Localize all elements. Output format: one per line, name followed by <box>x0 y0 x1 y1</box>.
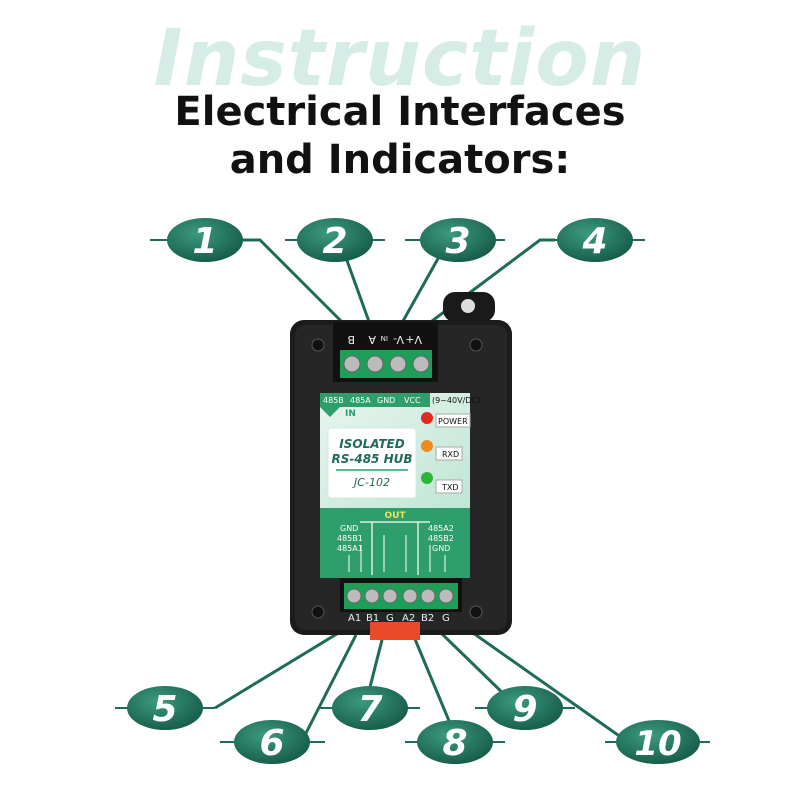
top-label-vminus: V- <box>393 333 404 346</box>
title-line-1: Electrical Interfaces <box>174 89 626 135</box>
top-terminal-screws <box>343 355 430 373</box>
callout-10: 10 <box>605 720 710 764</box>
top-label-in: IN <box>381 334 388 342</box>
callout-4-number: 4 <box>581 221 607 262</box>
input-label-bar <box>320 393 430 407</box>
input-label-485b: 485B <box>323 396 344 405</box>
txd-led-label: TXD <box>441 483 459 492</box>
out-arrows <box>348 535 446 572</box>
callout-1-number: 1 <box>192 221 217 262</box>
bottom-label-b1: B1 <box>366 613 379 624</box>
product-label-card <box>327 427 417 499</box>
leader-line-2 <box>343 254 374 331</box>
callout-2-number: 2 <box>322 221 347 262</box>
bottom-label-b2: B2 <box>421 613 434 624</box>
callout-3: 3 <box>405 218 505 262</box>
callout-5: 5 <box>115 686 215 730</box>
leader-line-6 <box>303 634 358 736</box>
callout-6-number: 6 <box>259 723 284 764</box>
callout-7-number: 7 <box>357 689 382 730</box>
product-name-line2: RS-485 HUB <box>331 452 412 466</box>
rxd-led <box>421 440 433 452</box>
input-label-gnd: GND <box>377 396 395 405</box>
bottom-label-a1: A1 <box>348 613 361 624</box>
input-label-485a: 485A <box>350 396 371 405</box>
callout-9-number: 9 <box>512 689 537 730</box>
power-led <box>421 412 433 424</box>
callout-8-number: 8 <box>442 723 467 764</box>
voltage-range: (9~40V/DC) <box>432 396 480 405</box>
screw-hole-tl <box>311 338 325 352</box>
right-out-485b2: 485B2 <box>428 534 454 543</box>
callout-7: 7 <box>320 686 420 730</box>
callout-9: 9 <box>475 686 575 730</box>
callout-5-number: 5 <box>152 689 177 730</box>
screw-hole-bl <box>311 605 325 619</box>
bottom-leader-lines <box>214 626 626 742</box>
top-label-b: B <box>347 333 355 346</box>
device-enclosure: B A IN V- V+ 485B 485A GND VCC (9~40V/DC… <box>290 292 512 640</box>
right-out-gnd: GND <box>432 544 450 553</box>
title-line-2: and Indicators: <box>229 137 571 183</box>
bottom-label-a2: A2 <box>402 613 415 624</box>
input-label-vcc: VCC <box>404 396 421 405</box>
power-led-label: POWER <box>438 417 468 426</box>
top-label-a: A <box>368 333 376 346</box>
leader-line-8 <box>410 631 454 729</box>
screw-hole-tr <box>469 338 483 352</box>
bottom-label-g1: G <box>386 613 394 624</box>
left-out-485a1: 485A1 <box>337 544 363 553</box>
callout-2: 2 <box>285 218 385 262</box>
leader-line-1 <box>240 238 352 332</box>
callout-3-number: 3 <box>445 221 470 262</box>
page-title: Electrical Interfaces and Indicators: <box>0 88 800 184</box>
callout-4: 4 <box>545 218 645 262</box>
left-out-485b1: 485B1 <box>337 534 363 543</box>
screw-hole-br <box>469 605 483 619</box>
left-out-gnd: GND <box>340 524 358 533</box>
out-bracket-lines <box>360 521 430 575</box>
txd-led <box>421 472 433 484</box>
leader-line-9 <box>438 630 512 702</box>
leader-line-3 <box>396 254 442 331</box>
top-label-vplus: V+ <box>405 333 422 346</box>
leader-line-7 <box>366 631 386 696</box>
model-number: JC-102 <box>352 476 390 489</box>
background-watermark-word: Instruction <box>153 14 647 104</box>
product-name-line1: ISOLATED <box>339 437 404 451</box>
bottom-label-g2: G <box>442 613 450 624</box>
out-tag: OUT <box>384 511 406 521</box>
callout-6: 6 <box>220 720 325 764</box>
in-arrow-shape <box>320 407 340 417</box>
leader-line-5 <box>214 630 341 710</box>
din-rail-clip <box>370 622 420 640</box>
right-out-485a2: 485A2 <box>428 524 454 533</box>
callout-10-number: 10 <box>634 724 681 764</box>
rxd-led-label: RXD <box>442 450 459 459</box>
leader-line-10 <box>465 626 626 742</box>
bottom-terminal-screws <box>346 588 454 604</box>
in-tag: IN <box>345 409 356 419</box>
callout-8: 8 <box>405 720 505 764</box>
callout-1: 1 <box>150 218 245 262</box>
mount-hole-top <box>461 299 475 313</box>
top-leader-lines <box>240 238 555 332</box>
